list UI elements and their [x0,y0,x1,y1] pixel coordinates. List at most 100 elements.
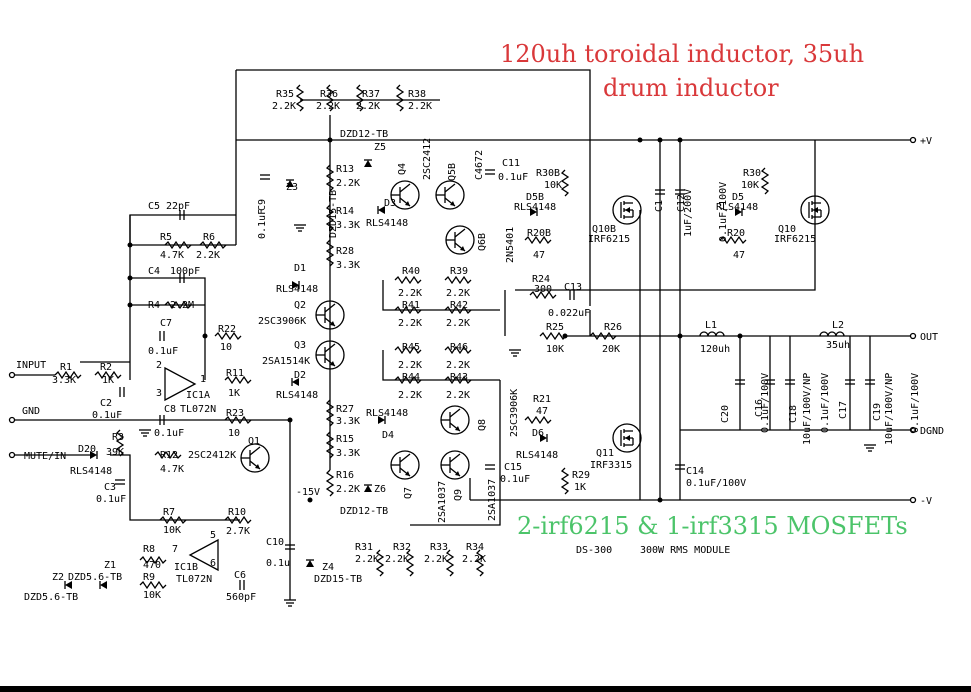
Z4-ref: Z4 [322,562,334,573]
R34-value: 2.2K [462,554,486,565]
R20B-value: 47 [533,250,545,261]
R32-ref: R32 [393,542,411,553]
out-label: OUT [920,332,938,343]
R3-value: 39K [106,447,124,458]
Q1-value: 2SC2412K [188,450,236,461]
IC1A-value: TL072N [180,404,216,415]
C8-value: 0.1uF [154,428,184,439]
R1-value: 3.3K [52,375,76,386]
R29-ref: R29 [572,470,590,481]
Z6-ref: Z6 [374,484,386,495]
Z1-ref: Z1 [104,560,116,571]
Z6-value: DZD12-TB [340,506,388,517]
L2-ref: L2 [832,320,844,331]
C14-ref: C14 [686,466,704,477]
R10-value: 2.7K [226,526,250,537]
Q3-ref: Q3 [294,340,306,351]
IC1B-value: TL072N [176,574,212,585]
C12-ref: C12 [676,194,687,212]
R22-ref: R22 [218,324,236,335]
R1-ref: R1 [60,362,72,373]
R39-ref: R39 [450,266,468,277]
D5-ref: D5 [732,192,744,203]
C15-value: 0.1uF [500,474,530,485]
R16-value: 2.2K [336,484,360,495]
Q10-ref: Q10 [778,224,796,235]
C5-ref: C5 [148,201,160,212]
R26-value: 20K [602,344,620,355]
R24-ref: R24 [532,274,550,285]
Z5-value: DZD12-TB [340,129,388,140]
R21-ref: R21 [533,394,551,405]
Z3-value: DZD15-TB [328,190,339,238]
Q7-value: 2SA1037 [437,481,448,523]
R11-value: 1K [228,388,240,399]
bottom-edge-bar [0,686,971,692]
Z3-ref: Z3 [286,182,298,193]
R13-value: 2.2K [336,178,360,189]
Q10B-value: IRF6215 [588,234,630,245]
Z2-value: DZD5.6-TB [24,592,78,603]
Q2-value: 2SC3906K [258,316,306,327]
R42-ref: R42 [450,300,468,311]
C16-value: 10uF/100V/NP [802,373,813,445]
R10-ref: R10 [228,507,246,518]
R20-value: 47 [733,250,745,261]
Q10-value: IRF6215 [774,234,816,245]
R8-ref: R8 [143,544,155,555]
R9-value: 10K [143,590,161,601]
C2-ref: C2 [100,398,112,409]
mosfet-note: 2-irf6215 & 1-irf3315 MOSFETs [517,512,908,540]
Q5B-value: C4672 [474,150,485,180]
D6-value: RLS4148 [516,450,558,461]
R45-ref: R45 [402,342,420,353]
R30B-ref: R30B [536,168,560,179]
C9-ref: C9 [257,199,268,211]
gnd-label: GND [22,406,40,417]
C5-value: 22pF [166,201,190,212]
C19-ref: C19 [872,403,883,421]
C7-value: 0.1uF [148,346,178,357]
C20-ref: C20 [720,405,731,423]
D5-value: RLS4148 [716,202,758,213]
Q4-ref: Q4 [397,163,408,175]
dgnd-label: DGND [920,426,944,437]
IC1A-ref: IC1A [186,390,210,401]
C11-ref: C11 [502,158,520,169]
R6-ref: R6 [203,232,215,243]
C14-value: 0.1uF/100V [686,478,746,489]
footer-description: 300W RMS MODULE [640,545,730,556]
D5B-value: RLS4148 [514,202,556,213]
R37-value: 2.2K [356,101,380,112]
R32-value: 2.2K [385,554,409,565]
C1-value: 1uF/200V [683,189,694,237]
Z5-ref: Z5 [374,142,386,153]
R31-ref: R31 [355,542,373,553]
inductor-note-line2: drum inductor [603,74,779,102]
R46-value: 2.2K [446,360,470,371]
R34-ref: R34 [466,542,484,553]
C8-ref: C8 [164,404,176,415]
R15-ref: R15 [336,434,354,445]
pos-rail-label: +V [920,136,932,147]
R5-value: 4.7K [160,250,184,261]
Q6B-ref: Q6B [477,233,488,251]
D6-ref: D6 [532,428,544,439]
Q10B-ref: Q10B [592,224,616,235]
R3-ref: R3 [112,432,124,443]
R23-ref: R23 [226,408,244,419]
R37-ref: R37 [362,89,380,100]
C3-value: 0.1uF [96,494,126,505]
C19-value: 0.1uF/100V [910,373,921,433]
R41-value: 2.2K [398,318,422,329]
R42-value: 2.2K [446,318,470,329]
R39-value: 2.2K [446,288,470,299]
Z2-ref: Z2 [52,572,64,583]
pos-rail: +V [236,136,932,147]
C4-ref: C4 [148,266,160,277]
R38-ref: R38 [408,89,426,100]
neg-rail-label: -V [920,496,932,507]
R2-ref: R2 [100,362,112,373]
L1-ref: L1 [705,320,717,331]
